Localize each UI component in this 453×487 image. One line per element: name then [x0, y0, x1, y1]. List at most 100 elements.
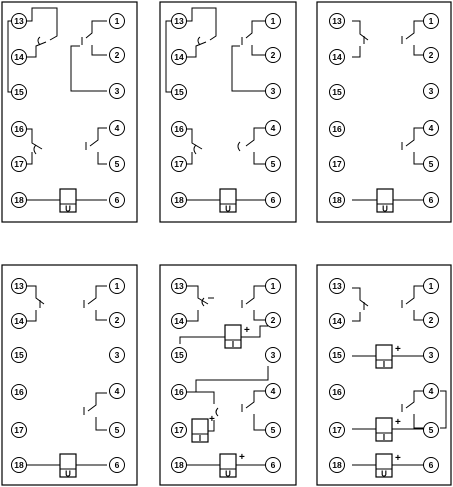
panel-4-terminal-14: 14 [11, 313, 27, 329]
terminal-circle [423, 383, 439, 399]
panel-4-terminal-2: 2 [109, 312, 125, 328]
terminal-number: 2 [271, 315, 276, 325]
terminal-circle [423, 47, 439, 63]
terminal-circle [265, 47, 281, 63]
terminal-number: 13 [332, 281, 342, 291]
terminal-number: 16 [14, 387, 24, 397]
terminal-number: 18 [332, 195, 342, 205]
terminal-number: 14 [14, 316, 24, 326]
panel-3-terminal-2: 2 [423, 47, 439, 63]
panel-5-frame [159, 264, 297, 486]
terminal-circle [423, 83, 439, 99]
panel-3-terminal-3: 3 [423, 83, 439, 99]
panel-1-terminal-15: 15 [11, 84, 27, 100]
panel-4-terminal-17: 17 [11, 422, 27, 438]
panel-6-aux-coil-bottom [375, 417, 393, 442]
panel-6-terminal-17: 17 [329, 422, 345, 438]
panel-1-terminal-6: 6 [109, 192, 125, 208]
terminal-circle [329, 121, 345, 137]
panel-3-terminal-17: 17 [329, 156, 345, 172]
panel-5-terminal-2: 2 [265, 312, 281, 328]
terminal-number: 13 [174, 16, 184, 26]
panel-1-terminal-3: 3 [109, 83, 125, 99]
terminal-circle [11, 384, 27, 400]
terminal-number: 6 [429, 460, 434, 470]
panel-5-coil [219, 453, 237, 478]
panel-1: U [1, 1, 138, 223]
terminal-number: 13 [332, 16, 342, 26]
terminal-circle [11, 313, 27, 329]
panel-2-terminal-1: 1 [265, 13, 281, 29]
terminal-circle [329, 192, 345, 208]
terminal-number: 1 [271, 16, 276, 26]
terminal-circle [11, 278, 27, 294]
panel-6-terminal-14: 14 [329, 313, 345, 329]
terminal-number: 4 [271, 123, 276, 133]
terminal-circle [265, 278, 281, 294]
terminal-number: 3 [115, 350, 120, 360]
panel-6: I + I + U + [316, 264, 452, 486]
panel-6-plus-bottom: + [395, 453, 401, 464]
panel-4-wiring [26, 285, 107, 466]
terminal-number: 5 [429, 425, 434, 435]
panel-1-terminal-18: 18 [11, 192, 27, 208]
terminal-number: 15 [14, 87, 24, 97]
terminal-number: 3 [271, 350, 276, 360]
panel-2-terminal-4: 4 [265, 120, 281, 136]
terminal-circle [265, 312, 281, 328]
terminal-number: 14 [174, 316, 184, 326]
terminal-circle [423, 347, 439, 363]
panel-5-aux-coil-bottom-label: I [199, 434, 201, 443]
terminal-circle [423, 422, 439, 438]
terminal-circle [171, 156, 187, 172]
terminal-circle [109, 422, 125, 438]
panel-1-coil [59, 188, 77, 213]
terminal-number: 17 [332, 159, 342, 169]
panel-3-terminal-14: 14 [329, 49, 345, 65]
terminal-number: 2 [429, 315, 434, 325]
terminal-circle [11, 121, 27, 137]
panel-1-terminal-4: 4 [109, 120, 125, 136]
terminal-number: 4 [429, 123, 434, 133]
panel-2-terminal-18: 18 [171, 192, 187, 208]
terminal-circle [329, 347, 345, 363]
terminal-number: 2 [115, 50, 120, 60]
panel-2-terminal-6: 6 [265, 192, 281, 208]
terminal-circle [11, 192, 27, 208]
terminal-number: 14 [174, 52, 184, 62]
terminal-number: 15 [174, 350, 184, 360]
terminal-number: 6 [271, 195, 276, 205]
panel-4-terminal-16: 16 [11, 384, 27, 400]
terminal-number: 16 [14, 124, 24, 134]
terminal-number: 5 [115, 159, 120, 169]
panel-2-terminal-16: 16 [171, 121, 187, 137]
panel-2-frame [159, 1, 297, 223]
panel-1-terminal-5: 5 [109, 156, 125, 172]
terminal-number: 16 [174, 387, 184, 397]
terminal-number: 15 [174, 87, 184, 97]
terminal-circle [265, 347, 281, 363]
panel-5-terminal-14: 14 [171, 313, 187, 329]
panel-3-coil [376, 188, 394, 213]
panel-5-aux-coil-top [224, 324, 242, 349]
terminal-circle [109, 156, 125, 172]
terminal-circle [11, 347, 27, 363]
terminal-number: 18 [174, 460, 184, 470]
terminal-circle [171, 121, 187, 137]
terminal-number: 1 [115, 16, 120, 26]
panel-5-terminal-6: 6 [265, 457, 281, 473]
terminal-number: 18 [332, 460, 342, 470]
panel-3-terminal-13: 13 [329, 13, 345, 29]
panel-5-terminal-16: 16 [171, 384, 187, 400]
panel-4-terminal-18: 18 [11, 457, 27, 473]
terminal-circle [109, 383, 125, 399]
terminal-number: 1 [115, 281, 120, 291]
panel-3-terminal-15: 15 [329, 84, 345, 100]
terminal-circle [109, 83, 125, 99]
terminal-number: 5 [271, 425, 276, 435]
panel-6-terminal-4: 4 [423, 383, 439, 399]
panel-4-terminal-13: 13 [11, 278, 27, 294]
panel-5-aux-coil-top-label: I [232, 340, 234, 349]
panel-6-aux-coil-bottom-label: I [383, 433, 385, 442]
